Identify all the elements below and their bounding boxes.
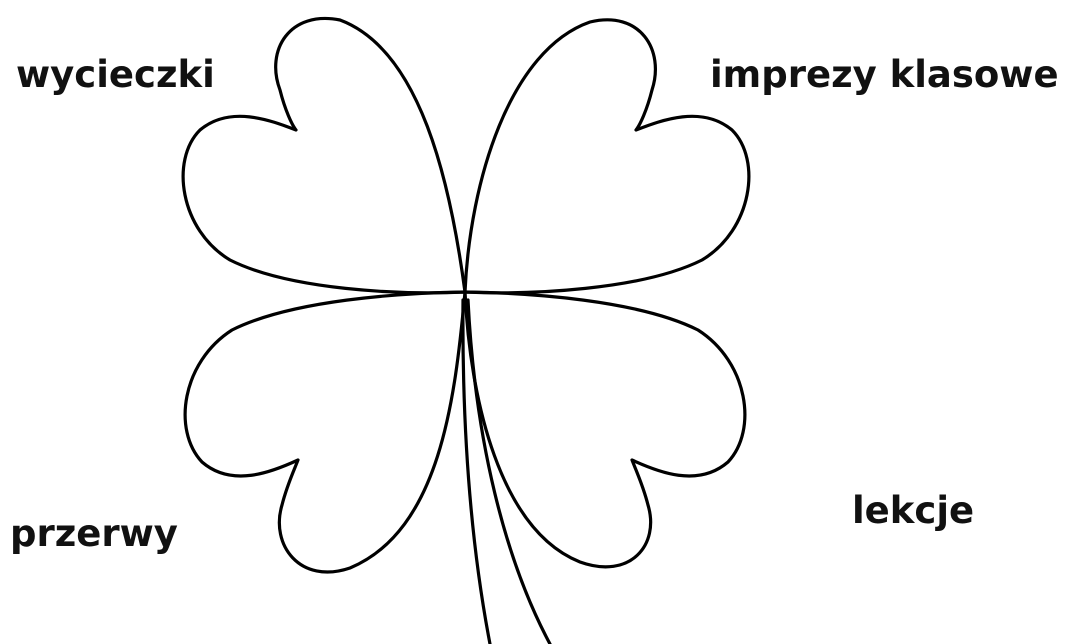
clover-stem-left <box>463 300 490 644</box>
label-top-left: wycieczki <box>16 56 215 93</box>
clover-leaf-top-left <box>183 18 465 292</box>
clover-leaf-top-right <box>465 20 749 293</box>
label-bottom-left: przerwy <box>10 515 178 552</box>
label-top-right: imprezy klasowe <box>710 56 1059 93</box>
clover-leaf-bottom-right <box>465 292 745 567</box>
label-bottom-right: lekcje <box>852 492 974 529</box>
clover-leaf-bottom-left <box>185 292 465 572</box>
